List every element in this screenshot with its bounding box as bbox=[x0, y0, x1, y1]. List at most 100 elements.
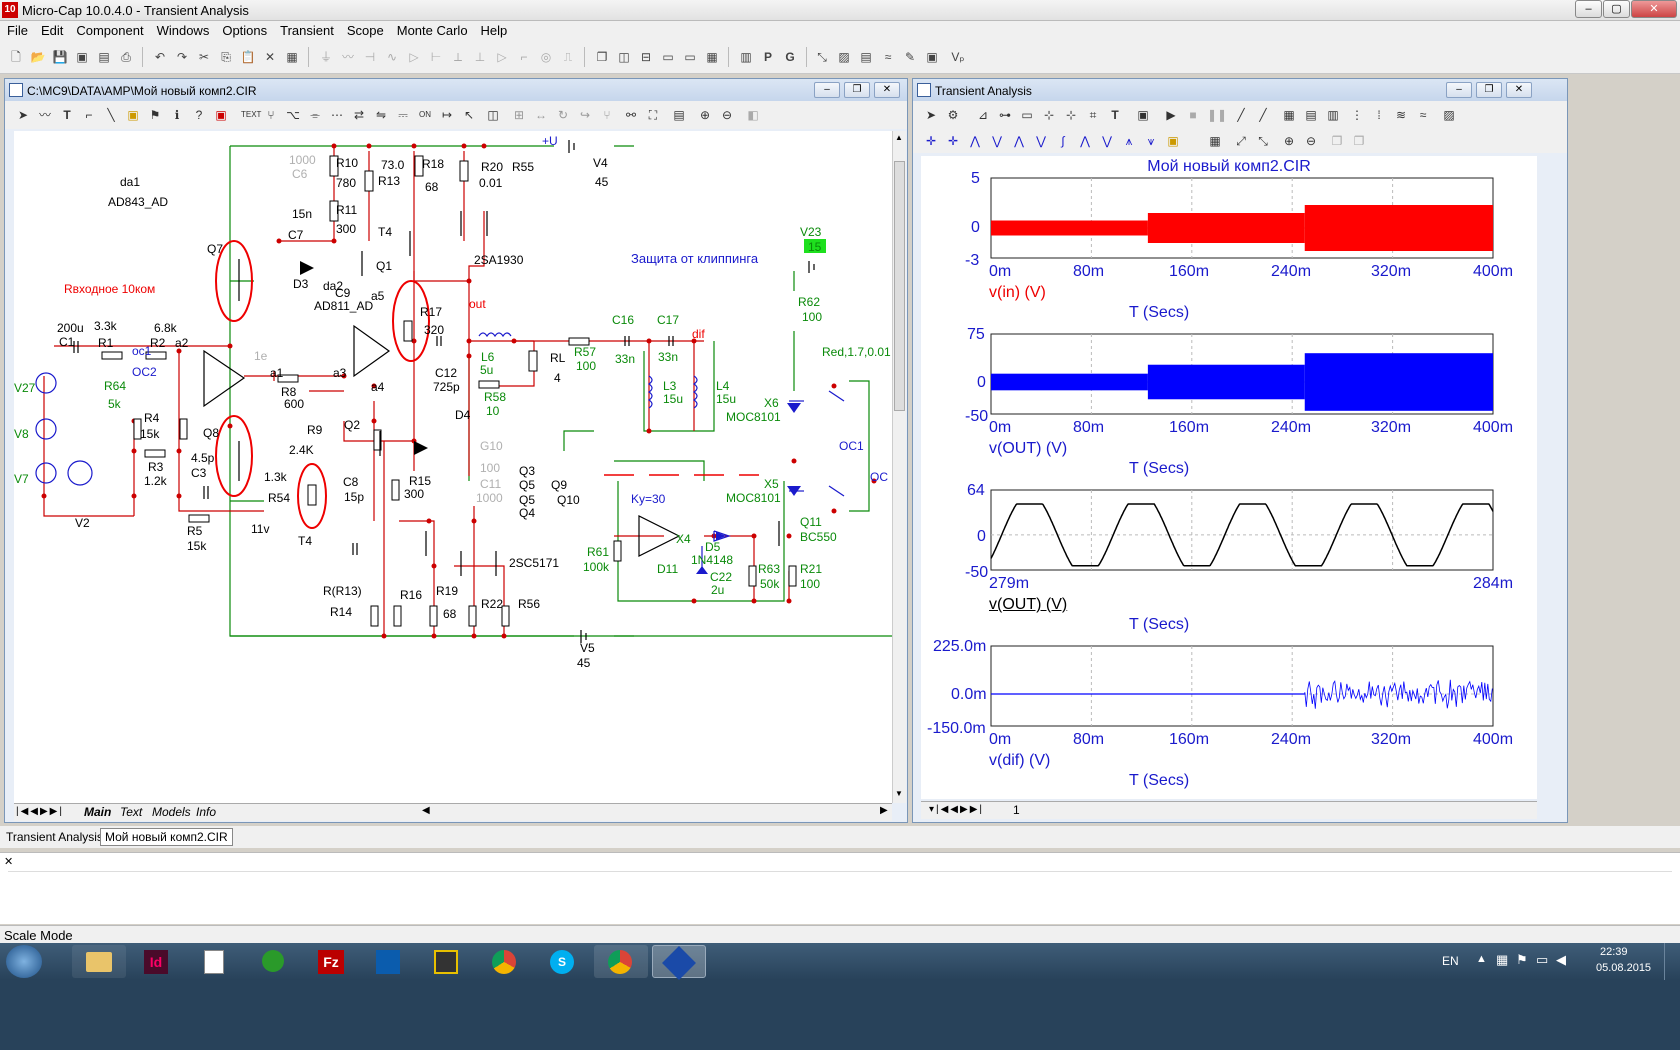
info-icon[interactable]: ℹ bbox=[174, 108, 180, 122]
tray-volume-icon[interactable]: ◀ bbox=[1556, 952, 1566, 967]
analysis-minimize-button[interactable]: – bbox=[1446, 82, 1472, 98]
analysis-tab-nav-icon[interactable]: ▾|◀◀▶▶| bbox=[929, 804, 984, 815]
move-icon[interactable]: ↔ bbox=[535, 108, 547, 122]
waves-icon[interactable]: ≈ bbox=[884, 50, 892, 64]
indesign-taskbar-icon[interactable]: Id bbox=[130, 945, 184, 978]
pin-icon[interactable]: ⌯ bbox=[310, 108, 320, 122]
tray-date[interactable]: 05.08.2015 bbox=[1596, 962, 1652, 974]
minimize-button[interactable]: – bbox=[1575, 0, 1602, 18]
waves3-icon[interactable]: ≈ bbox=[1419, 108, 1427, 122]
hscroll-right-icon[interactable]: ▶ bbox=[880, 805, 888, 816]
rotate-icon[interactable]: ↻ bbox=[557, 108, 569, 122]
print-icon[interactable]: ⎙ bbox=[121, 50, 131, 64]
output-pane[interactable]: ✕ bbox=[0, 852, 1680, 924]
scroll-down-icon[interactable]: ▼ bbox=[895, 789, 903, 798]
schematic-vscroll-thumb[interactable] bbox=[894, 161, 905, 411]
tab-text[interactable]: Text bbox=[120, 805, 143, 819]
video-taskbar-icon[interactable] bbox=[420, 945, 474, 978]
peak-icon[interactable]: ⋀ bbox=[970, 134, 980, 148]
camera-icon[interactable]: ◧ bbox=[747, 108, 759, 122]
tile-horizontal-icon[interactable]: ⊟ bbox=[640, 50, 652, 64]
on-icon[interactable]: ON bbox=[419, 110, 431, 119]
inflection-icon[interactable]: ∫ bbox=[1061, 134, 1065, 148]
analysis-restore-button[interactable]: ❐ bbox=[1476, 82, 1502, 98]
tab-main[interactable]: Main bbox=[84, 805, 112, 819]
g-icon[interactable]: G bbox=[785, 50, 795, 64]
plot-area[interactable]: Мой новый комп2.CIR 5 0 -3 0m 80m 160m 2… bbox=[921, 156, 1537, 799]
schematic-canvas[interactable]: da1 AD843_AD Q7 Rвходное 10ком R10 780 7… bbox=[14, 131, 892, 803]
menu-component[interactable]: Component bbox=[76, 23, 144, 38]
tab-nav-icon[interactable]: |◀◀▶▶| bbox=[16, 806, 64, 817]
delete-icon[interactable]: ✕ bbox=[264, 50, 276, 64]
tab-models[interactable]: Models bbox=[152, 805, 191, 819]
an-zoom-in-icon[interactable]: ⊕ bbox=[1283, 134, 1295, 148]
analysis-close-button[interactable]: ✕ bbox=[1506, 82, 1532, 98]
tile-vertical-icon[interactable]: ◫ bbox=[618, 50, 630, 64]
tray-flag-icon[interactable]: ⚑ bbox=[1516, 952, 1528, 967]
schematic-minimize-button[interactable]: – bbox=[814, 82, 840, 98]
probe2-icon[interactable]: ◫ bbox=[487, 108, 499, 122]
line2-icon[interactable]: ╱ bbox=[1259, 108, 1267, 122]
hscroll-left-icon[interactable]: ◀ bbox=[422, 805, 430, 816]
menu-scope[interactable]: Scope bbox=[346, 23, 384, 38]
table3-icon[interactable]: ▥ bbox=[1327, 108, 1339, 122]
chrome2-taskbar-icon[interactable] bbox=[594, 945, 648, 978]
flip-icon[interactable]: ⇄ bbox=[353, 108, 365, 122]
color-icon[interactable]: ▣ bbox=[1167, 134, 1179, 148]
print-preview-icon[interactable]: ▤ bbox=[98, 50, 110, 64]
cursor-left-icon[interactable]: ✛ bbox=[925, 134, 937, 148]
pin-connect-icon[interactable]: ↦ bbox=[441, 108, 453, 122]
global-low-icon[interactable]: ⋁ bbox=[1102, 134, 1112, 148]
plot-props-icon[interactable]: ▨ bbox=[1443, 108, 1455, 122]
pulse-icon[interactable]: ⎍ bbox=[563, 50, 573, 64]
select-all-icon[interactable]: ▦ bbox=[286, 50, 298, 64]
scroll-up-icon[interactable]: ▲ bbox=[895, 133, 903, 142]
pnp-icon[interactable]: ⊥ bbox=[474, 50, 486, 64]
doc-tab-transient[interactable]: Transient Analysis bbox=[6, 830, 103, 844]
paste-icon[interactable]: 📋 bbox=[240, 50, 256, 64]
find-icon[interactable]: ⚯ bbox=[625, 108, 637, 122]
help-icon[interactable]: ? bbox=[195, 108, 203, 122]
grid-dots-icon[interactable]: ⁞ bbox=[1377, 108, 1381, 122]
window-icon[interactable]: ▭ bbox=[662, 50, 674, 64]
calculator-icon[interactable]: ▦ bbox=[706, 50, 718, 64]
switch-icon[interactable]: ⌐ bbox=[520, 50, 528, 64]
inductor-icon[interactable]: ∿ bbox=[386, 50, 398, 64]
close-button[interactable]: ✕ bbox=[1631, 0, 1677, 18]
explorer-taskbar-icon[interactable] bbox=[72, 945, 126, 978]
microcap-taskbar-icon[interactable] bbox=[652, 945, 706, 980]
chip-icon[interactable]: ▣ bbox=[926, 50, 938, 64]
skype-taskbar-icon[interactable]: S bbox=[536, 945, 590, 978]
an-zoom-out-icon[interactable]: ⊖ bbox=[1305, 134, 1317, 148]
vp-icon[interactable]: Vₚ bbox=[951, 50, 965, 64]
tab-info[interactable]: Info bbox=[196, 805, 217, 819]
an-pt-icon[interactable]: ⊹ bbox=[1043, 108, 1055, 122]
low-icon[interactable]: ⋁ bbox=[1036, 134, 1046, 148]
ortho-wire-icon[interactable]: ⌐ bbox=[85, 108, 93, 122]
copy-icon[interactable]: ⎘ bbox=[221, 50, 231, 64]
an-copy-icon[interactable]: ❐ bbox=[1331, 134, 1343, 148]
battery-icon[interactable]: ⊢ bbox=[430, 50, 442, 64]
tray-language[interactable]: EN bbox=[1442, 954, 1459, 968]
component-color-icon[interactable]: ▣ bbox=[215, 108, 227, 122]
redo-icon[interactable]: ↷ bbox=[176, 50, 188, 64]
open-file-icon[interactable]: 📂 bbox=[30, 50, 46, 64]
ground-icon[interactable]: ⏚ bbox=[319, 50, 332, 64]
an-select-icon[interactable]: ➤ bbox=[925, 108, 937, 122]
tray-network-icon[interactable]: ▦ bbox=[1496, 952, 1509, 967]
pen-icon[interactable]: ✎ bbox=[904, 50, 916, 64]
table2-icon[interactable]: ▤ bbox=[1305, 108, 1317, 122]
tool-taskbar-icon[interactable] bbox=[246, 945, 300, 978]
npn-icon[interactable]: ⟂ bbox=[453, 50, 462, 64]
resistor-icon[interactable]: 〰 bbox=[341, 50, 354, 64]
binoculars-icon[interactable]: ⛶ bbox=[648, 108, 658, 122]
step-icon[interactable]: ↪ bbox=[579, 108, 591, 122]
stop-icon[interactable]: ■ bbox=[1189, 108, 1197, 122]
slope-icon[interactable]: ⩚ bbox=[1125, 134, 1133, 148]
capacitor-icon[interactable]: ⊣ bbox=[364, 50, 376, 64]
table-icon[interactable]: ▦ bbox=[1283, 108, 1295, 122]
attr-icon[interactable]: ⌥ bbox=[286, 108, 300, 122]
zoom-out-icon[interactable]: ⊖ bbox=[721, 108, 733, 122]
text-icon[interactable]: TEXT bbox=[241, 110, 262, 119]
maximize-button[interactable]: ▢ bbox=[1603, 0, 1630, 18]
